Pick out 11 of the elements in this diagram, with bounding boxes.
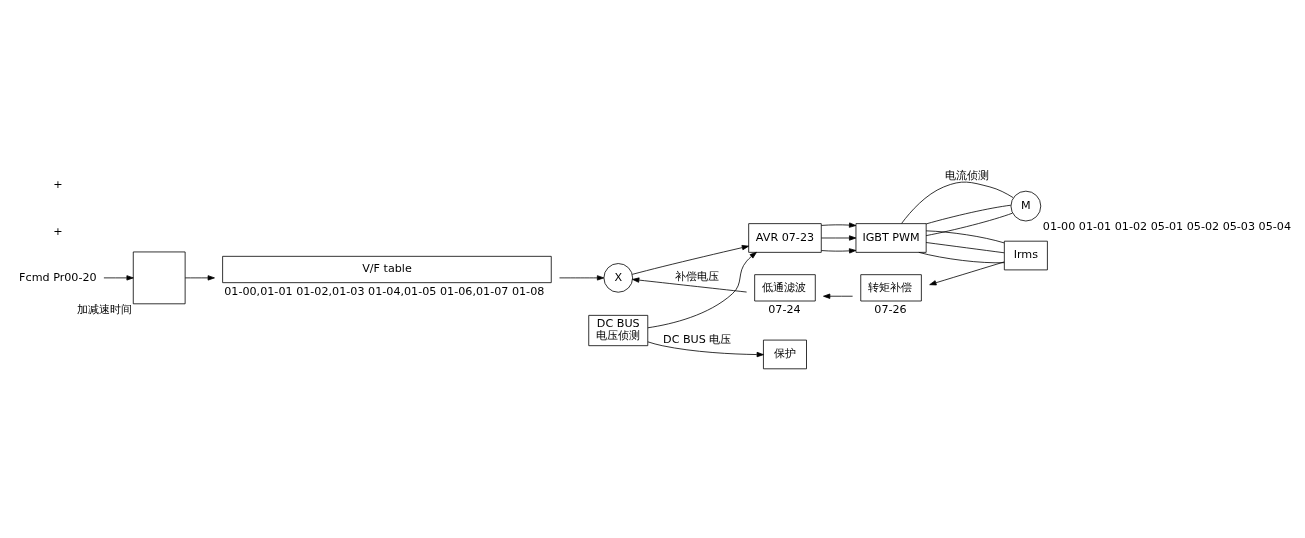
edge-label: 补偿电压: [675, 269, 720, 283]
node-label: 07-24: [768, 302, 801, 316]
label: +: [53, 224, 63, 238]
node-label: 01-00,01-01 01-02,01-03 01-04,01-05 01-06,01-07 01-08: [224, 284, 545, 298]
node-label: 加减速时间: [77, 302, 133, 316]
edge-label: DC BUS 电压: [663, 332, 732, 346]
label: +: [53, 177, 63, 191]
node-text: Fcmd Pr00-20: [19, 270, 97, 284]
edge-label: 电流侦测: [944, 168, 989, 182]
node-label: 01-00 01-01 01-02 05-01 05-02 05-03 05-04: [1042, 219, 1292, 233]
node-label: 07-26: [874, 302, 907, 316]
